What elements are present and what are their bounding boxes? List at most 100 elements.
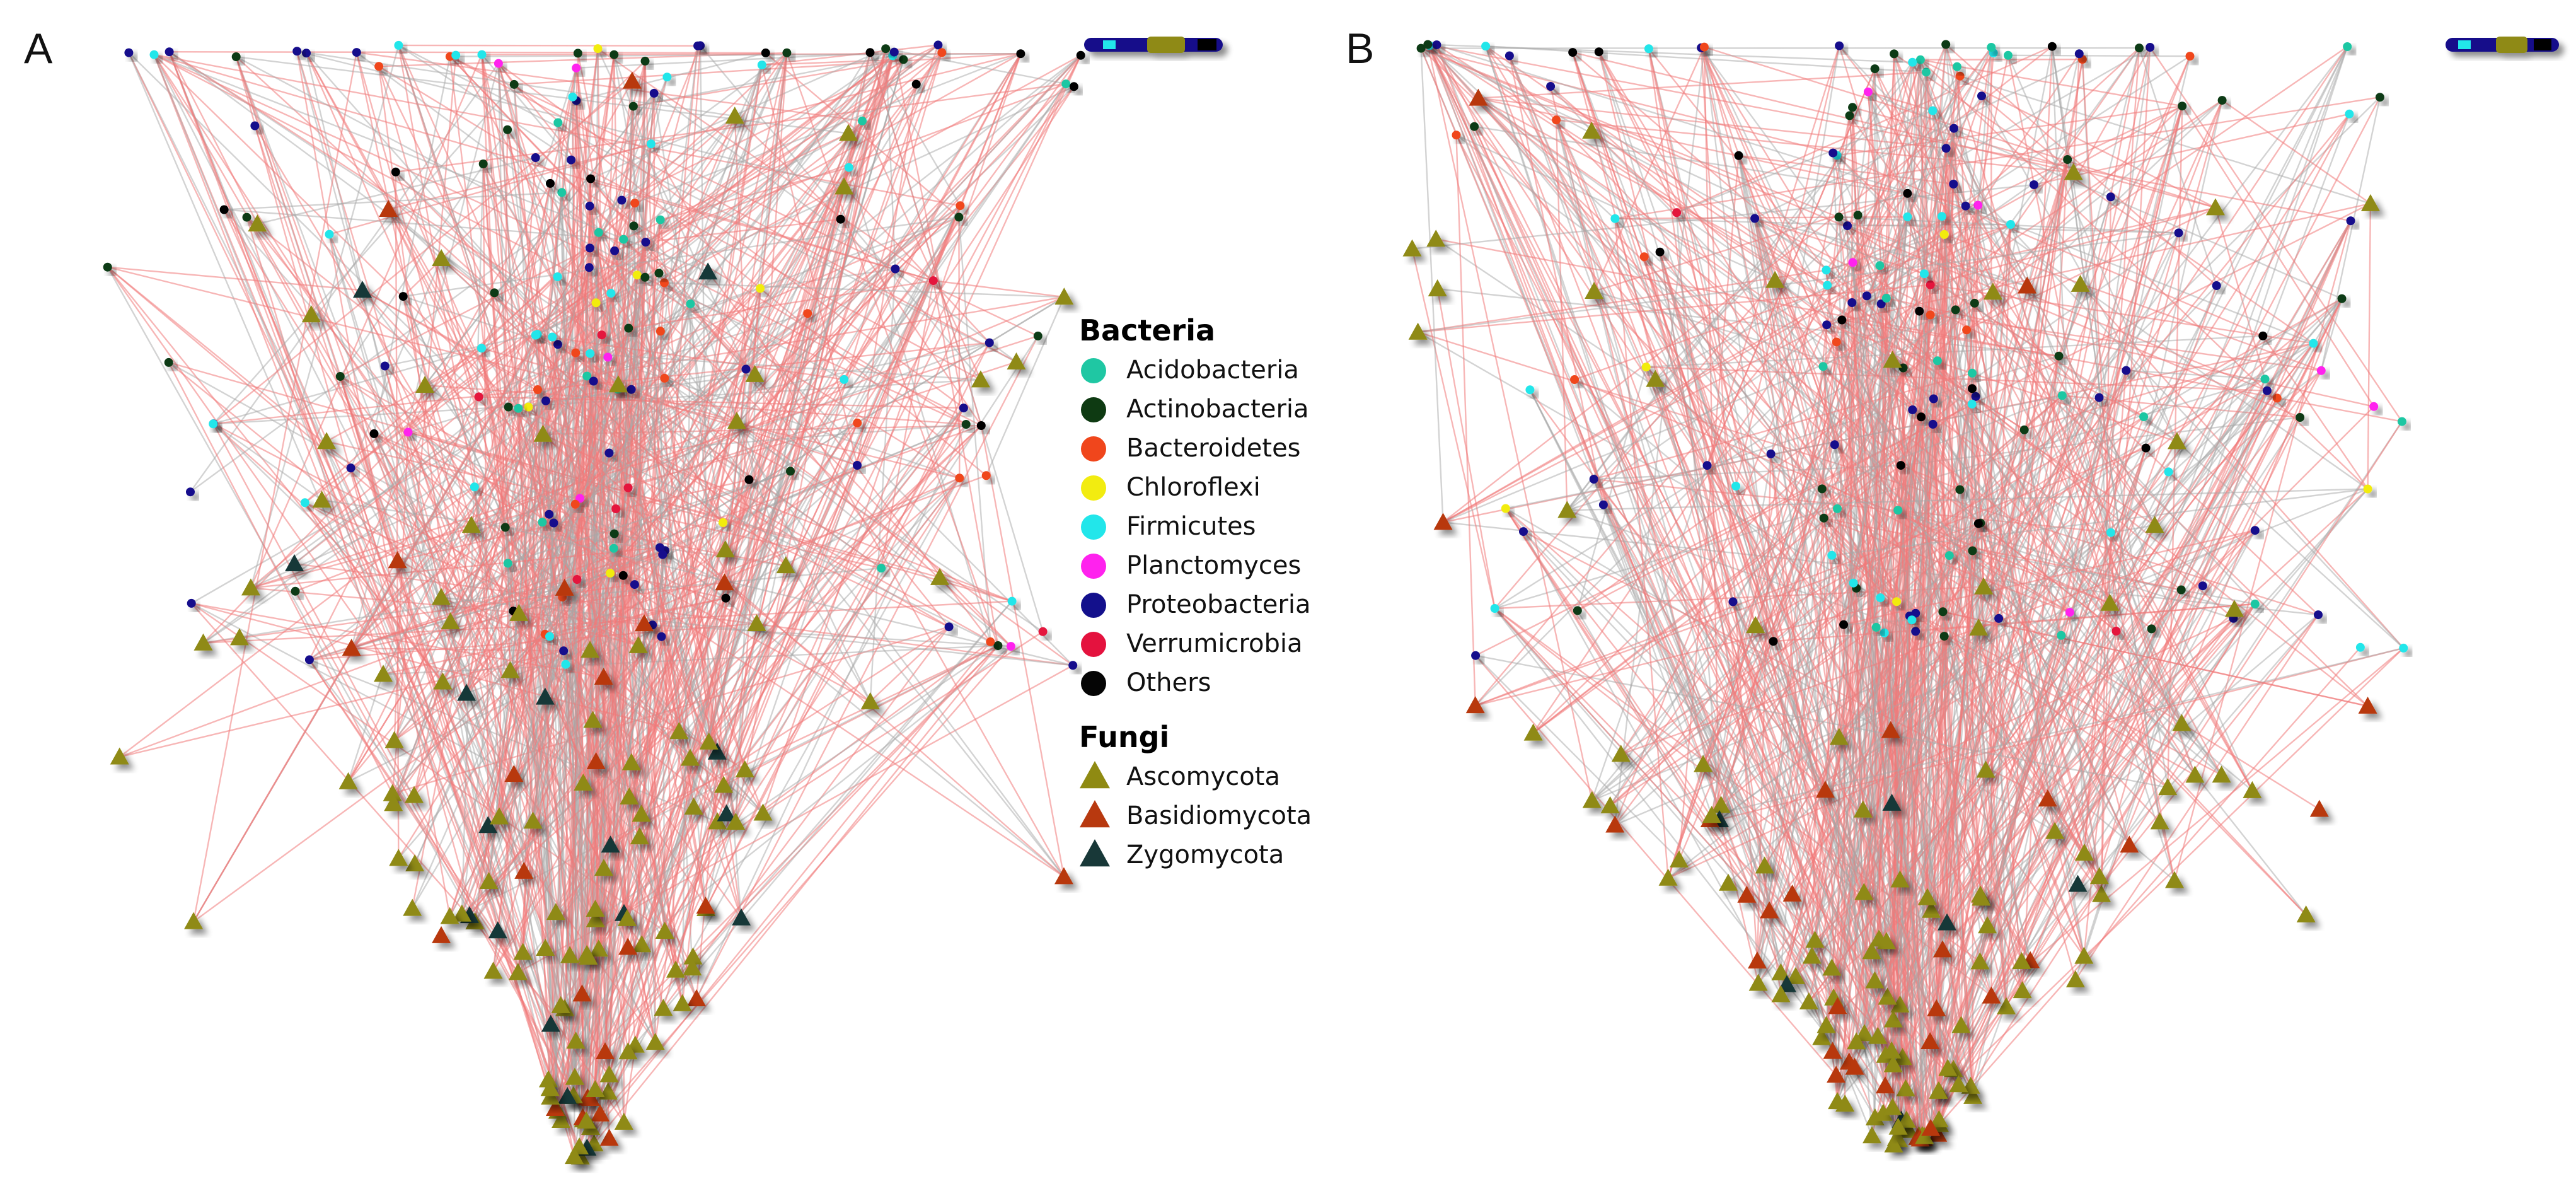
edge-positive	[1529, 389, 1826, 791]
bacteria-node-acidobacteria	[1875, 261, 1885, 270]
edge-positive	[383, 597, 726, 675]
bacteria-node-firmicutes	[553, 272, 562, 281]
fungi-node-ascomycota	[2360, 194, 2380, 211]
fungi-node-ascomycota	[1582, 791, 1602, 808]
edge-positive	[1987, 603, 2256, 926]
bacteria-node-firmicutes	[1644, 44, 1653, 54]
edge-positive	[1598, 51, 1839, 509]
fungi-node-ascomycota	[2205, 198, 2225, 216]
bacteria-node-firmicutes	[1937, 212, 1946, 221]
fungi-node-ascomycota	[312, 491, 332, 508]
bacteria-node-actinobacteria	[2296, 413, 2305, 422]
edge-positive	[1946, 96, 2381, 924]
bacteria-node-firmicutes	[844, 163, 853, 172]
bacteria-node-proteobacteria	[1598, 500, 1608, 509]
bacteria-node-proteobacteria	[1702, 461, 1712, 470]
edge-positive	[570, 160, 746, 770]
edge-negative	[461, 163, 484, 914]
edge-positive	[1986, 224, 2012, 926]
bacteria-node-others	[398, 292, 408, 301]
bacteria-node-acidobacteria	[557, 188, 567, 197]
fungi-node-ascomycota	[1799, 992, 1818, 1009]
fungi-node-ascomycota	[1408, 322, 1428, 340]
edge-negative	[190, 52, 788, 493]
edge-positive	[169, 50, 766, 54]
bacteria-node-firmicutes	[477, 344, 486, 353]
edge-positive	[1945, 44, 2111, 604]
fungi-node-ascomycota	[2185, 765, 2205, 783]
edge-negative	[465, 334, 603, 694]
edge-negative	[235, 56, 557, 913]
fungi-node-ascomycota	[835, 177, 854, 195]
bacteria-node-firmicutes	[2006, 220, 2015, 229]
edge-positive	[1943, 636, 2100, 877]
edge-positive	[597, 48, 934, 282]
edge-positive	[449, 400, 547, 622]
edge-positive	[2033, 113, 2350, 186]
fungi-node-ascomycota	[338, 772, 358, 789]
bacteria-node-firmicutes	[149, 50, 159, 59]
bacteria-node-others	[865, 48, 875, 57]
bacteria-node-planctomyces	[2369, 402, 2379, 411]
bacteria-node-acidobacteria	[582, 371, 592, 381]
bacteria-node-actinobacteria	[490, 288, 499, 298]
edge-positive	[107, 266, 363, 291]
fungi-node-ascomycota	[1402, 239, 1422, 257]
fungi-node-ascomycota	[509, 603, 529, 621]
bacteria-node-actinobacteria	[1817, 484, 1827, 494]
fungi-node-basidiomycota	[2038, 789, 2057, 807]
edge-negative	[1847, 224, 2028, 287]
bacteria-node-verrumicrobia	[597, 330, 606, 340]
bacteria-node-actinobacteria	[1834, 212, 1844, 222]
fungi-node-ascomycota	[1929, 1110, 1949, 1127]
edge-negative	[1899, 390, 2268, 881]
edge-positive	[362, 289, 624, 576]
bacteria-node-proteobacteria	[985, 338, 994, 347]
edge-positive	[1922, 636, 1945, 1139]
edge-positive	[378, 66, 451, 622]
fungi-node-ascomycota	[608, 375, 628, 393]
edge-negative	[1505, 395, 2063, 509]
legend-label-basidiomycota: Basidiomycota	[1126, 801, 1312, 830]
edge-positive	[468, 422, 858, 916]
edge-positive	[1823, 395, 1977, 519]
bacteria-node-others	[1968, 384, 1977, 393]
bacteria-node-actinobacteria	[2019, 425, 2029, 434]
edge-positive	[2115, 47, 2151, 632]
edge-negative	[393, 120, 863, 741]
edge-positive	[555, 425, 982, 913]
edge-positive	[1614, 62, 1914, 825]
bacteria-node-others	[2047, 42, 2057, 51]
bacteria-node-actinobacteria	[1898, 363, 1908, 373]
bacteria-node-proteobacteria	[553, 340, 562, 349]
edge-positive	[350, 467, 557, 1109]
fungi-node-basidiomycota	[379, 199, 398, 217]
bacteria-node-firmicutes	[1849, 578, 1858, 588]
edge-positive	[461, 241, 647, 915]
bacteria-node-actinobacteria	[2337, 294, 2347, 303]
edge-negative	[678, 205, 961, 732]
edge-positive	[382, 389, 539, 675]
edge-positive	[2005, 46, 2053, 1007]
legend-label-firmicutes: Firmicutes	[1126, 512, 1256, 541]
edge-negative	[1945, 95, 1982, 149]
edge-negative	[2021, 421, 2403, 991]
edge-negative	[212, 423, 323, 501]
bacteria-node-acidobacteria	[1893, 506, 1903, 515]
bacteria-node-actinobacteria	[609, 50, 619, 59]
fungi-node-basidiomycota	[696, 897, 715, 914]
bacteria-node-actinobacteria	[1938, 607, 1948, 617]
bacteria-node-others	[391, 167, 400, 177]
fungi-node-ascomycota	[632, 805, 651, 822]
bacteria-node-bacteroidetes	[1699, 42, 1709, 52]
edge-positive	[398, 44, 698, 47]
edge-negative	[398, 44, 572, 161]
edge-negative	[1857, 46, 2151, 216]
bacteria-node-proteobacteria	[541, 396, 550, 405]
bacteria-node-acidobacteria	[553, 118, 563, 127]
bacteria-node-proteobacteria	[1928, 419, 1938, 429]
fungi-node-zygomycota	[2068, 874, 2088, 892]
edge-negative	[1953, 183, 2028, 287]
edge-negative	[128, 52, 480, 398]
bacteria-node-acidobacteria	[1968, 368, 1977, 378]
